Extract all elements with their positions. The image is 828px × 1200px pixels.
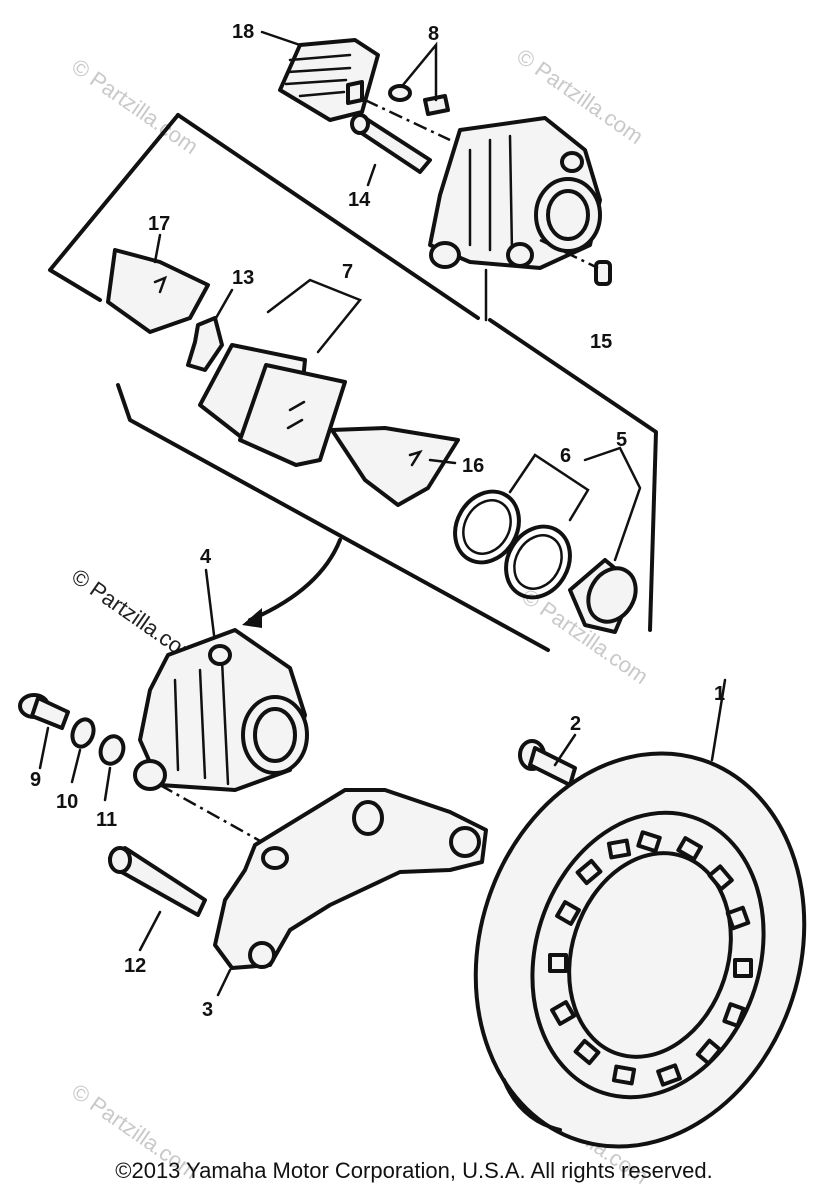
part-17-shim bbox=[106, 233, 210, 334]
frame-line-bottom bbox=[116, 383, 550, 652]
callout-8: 8 bbox=[428, 23, 439, 45]
part-13-clip bbox=[186, 288, 234, 372]
callout-3: 3 bbox=[202, 999, 213, 1021]
part-12-bolt bbox=[108, 846, 207, 952]
callout-9: 9 bbox=[30, 769, 41, 791]
part-7-pads bbox=[198, 278, 363, 467]
assembly-frame bbox=[48, 113, 658, 652]
callout-4: 4 bbox=[200, 546, 212, 568]
callout-14: 14 bbox=[348, 189, 371, 211]
callout-1: 1 bbox=[714, 683, 725, 705]
part-1-disc bbox=[473, 678, 807, 1149]
callout-11: 11 bbox=[96, 809, 117, 831]
callout-labels: 1 2 3 4 5 6 7 8 9 10 11 12 13 14 15 16 1… bbox=[30, 21, 725, 1021]
callout-15: 15 bbox=[590, 331, 612, 353]
part-10-washer bbox=[70, 717, 96, 784]
part-2-bolt bbox=[518, 733, 577, 787]
watermark-1: © Partzilla.com bbox=[67, 54, 203, 160]
callout-2: 2 bbox=[570, 713, 581, 735]
callout-13: 13 bbox=[232, 267, 254, 289]
part-9-bolt bbox=[18, 693, 70, 770]
part-15-bleeder bbox=[539, 238, 612, 286]
part-18-spring bbox=[278, 38, 451, 142]
callout-5: 5 bbox=[616, 429, 627, 451]
assembly-arrow-head bbox=[242, 608, 262, 628]
callout-6: 6 bbox=[560, 445, 571, 467]
part-8-cap bbox=[388, 41, 450, 116]
callout-10: 10 bbox=[56, 791, 78, 813]
disc-holes bbox=[548, 830, 753, 1087]
callout-16: 16 bbox=[462, 455, 484, 477]
part-14-pin bbox=[350, 113, 432, 187]
part-16-shim bbox=[330, 426, 460, 507]
copyright-footer: ©2013 Yamaha Motor Corporation, U.S.A. A… bbox=[115, 1158, 713, 1183]
part-5-piston bbox=[568, 446, 642, 634]
part-3-bracket bbox=[159, 783, 488, 997]
callout-18: 18 bbox=[232, 21, 254, 43]
part-6-seal bbox=[453, 453, 590, 600]
upper-caliper-body bbox=[428, 116, 602, 270]
callout-17: 17 bbox=[148, 213, 170, 235]
callout-12: 12 bbox=[124, 955, 146, 977]
callout-7: 7 bbox=[342, 261, 353, 283]
part-4-caliper bbox=[133, 568, 309, 792]
frame-line-left bbox=[48, 113, 180, 302]
frame-line-top bbox=[176, 113, 480, 320]
frame-line-right bbox=[488, 318, 658, 632]
assembly-arrow-curve bbox=[248, 538, 342, 622]
disc-edge-shadow bbox=[502, 1078, 562, 1132]
part-11-washer bbox=[98, 734, 126, 802]
